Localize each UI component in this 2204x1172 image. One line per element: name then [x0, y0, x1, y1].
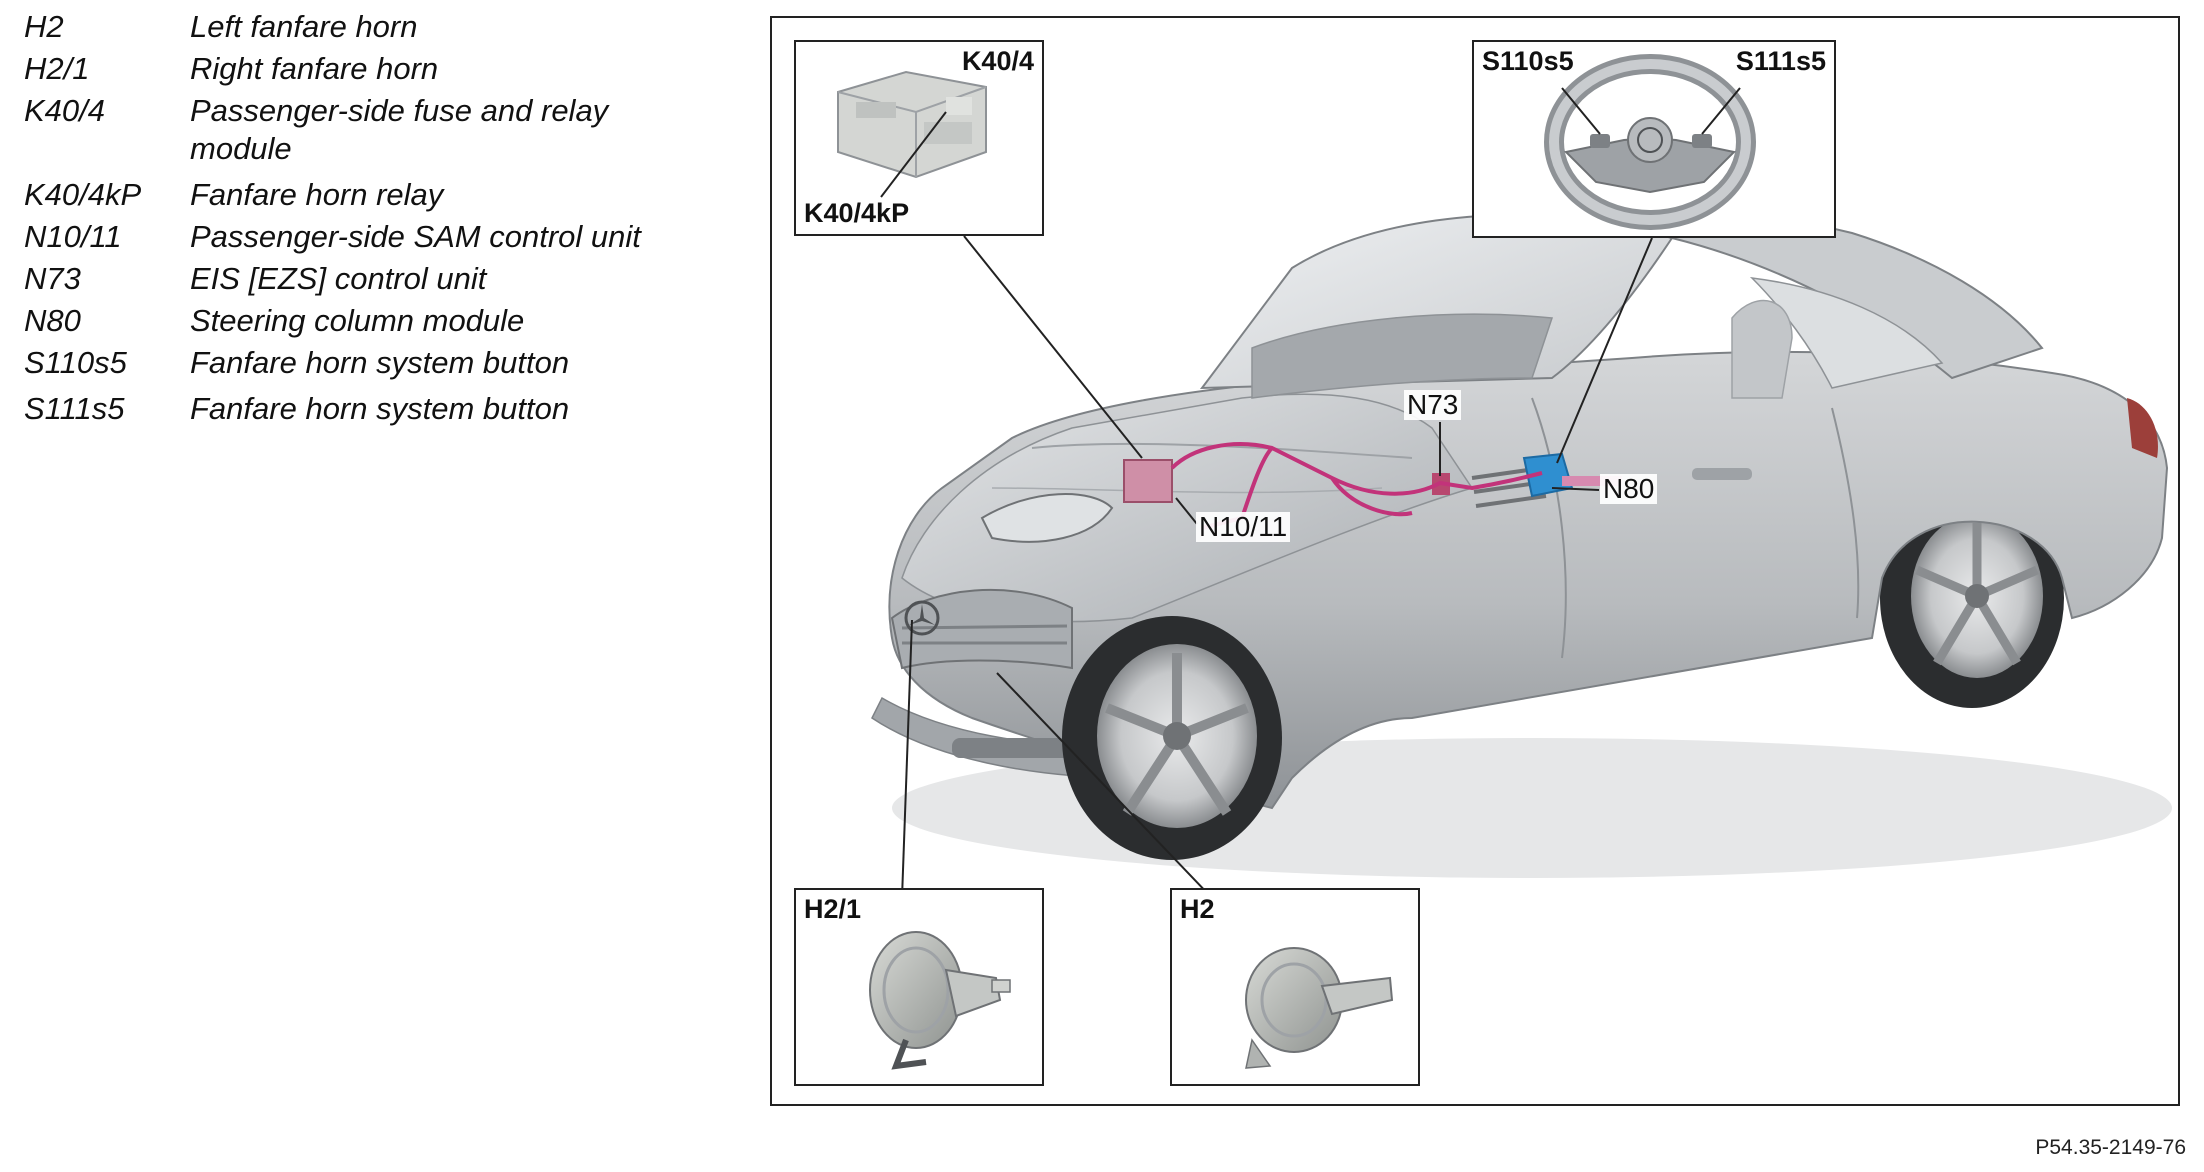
leader-lines — [901, 235, 1653, 899]
inset-label-s111s5: S111s5 — [1735, 46, 1826, 76]
inset-k40-4: K40/4 K40/4kP — [794, 40, 1044, 236]
fuse-relay-module-icon — [837, 70, 987, 198]
legend-desc: Fanfare horn relay — [190, 177, 444, 212]
legend-desc: Fanfare horn system button — [190, 345, 570, 380]
legend-code: S110s5 — [24, 345, 127, 380]
legend-desc: Steering column module — [190, 303, 525, 338]
front-wheel — [1062, 616, 1282, 860]
k40-4-module-on-car — [1123, 459, 1173, 503]
car-illustration — [871, 212, 2172, 899]
legend-desc: Right fanfare horn — [190, 51, 439, 86]
legend-desc: Passenger-side SAM control unit — [190, 219, 641, 254]
legend-desc: Fanfare horn system button — [190, 391, 570, 426]
inset-label-h2: H2 — [1180, 894, 1215, 924]
legend-code: S111s5 — [24, 391, 125, 426]
legend-code: K40/4kP — [24, 177, 142, 212]
car-taillight — [2127, 398, 2158, 458]
left-horn-icon — [1245, 947, 1394, 1069]
inset-label-k40-4kp: K40/4kP — [804, 198, 910, 228]
legend-code: H2/1 — [24, 51, 90, 86]
callout-n10-11: N10/11 — [1196, 512, 1291, 542]
rear-wheel — [1880, 488, 2064, 708]
inset-label-s110s5: S110s5 — [1482, 46, 1574, 76]
right-horn-icon — [869, 931, 1011, 1070]
callout-n80: N80 — [1600, 474, 1658, 504]
inset-label-h2-1: H2/1 — [804, 894, 862, 924]
legend-code: N80 — [24, 303, 81, 338]
inset-label-k40-4: K40/4 — [961, 46, 1034, 76]
legend-desc: EIS [EZS] control unit — [190, 261, 487, 296]
inset-steering-wheel: S110s5 S111s5 — [1472, 40, 1836, 238]
legend-code: N73 — [24, 261, 81, 296]
component-location-figure: K40/4 K40/4kP S110s5 S111s5 H2/1 — [770, 16, 2180, 1106]
legend-code: N10/11 — [24, 219, 122, 254]
legend-code: K40/4 — [24, 93, 106, 128]
inset-h2-1: H2/1 — [794, 888, 1044, 1086]
legend-desc: Passenger-side fuse and relay module — [190, 93, 609, 166]
legend-code: H2 — [24, 9, 64, 44]
legend-desc: Left fanfare horn — [190, 9, 418, 44]
star-emblem-icon — [904, 600, 940, 636]
inset-h2: H2 — [1170, 888, 1420, 1086]
callout-n73: N73 — [1404, 390, 1462, 420]
car-headlight — [980, 493, 1114, 543]
figure-reference-number: P54.35-2149-76 — [2035, 1136, 2186, 1159]
steering-wheel-icon — [1544, 54, 1756, 230]
